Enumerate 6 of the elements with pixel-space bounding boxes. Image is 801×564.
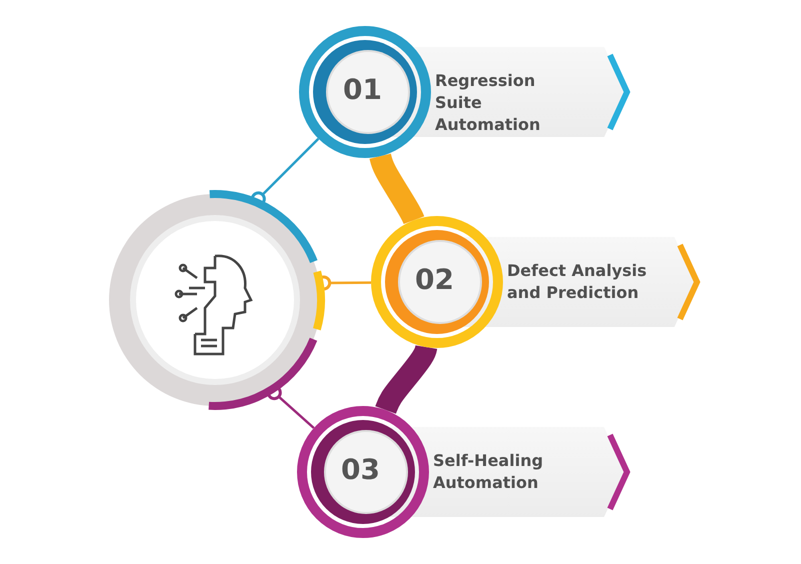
step-number: 03 — [341, 453, 380, 486]
step-number: 02 — [415, 263, 454, 296]
step-label: Defect Analysis and Prediction — [507, 260, 648, 304]
step-label: Self-Healing Automation — [433, 450, 544, 494]
step-number: 01 — [343, 73, 382, 106]
step-label: Regression Suite Automation — [435, 70, 542, 136]
